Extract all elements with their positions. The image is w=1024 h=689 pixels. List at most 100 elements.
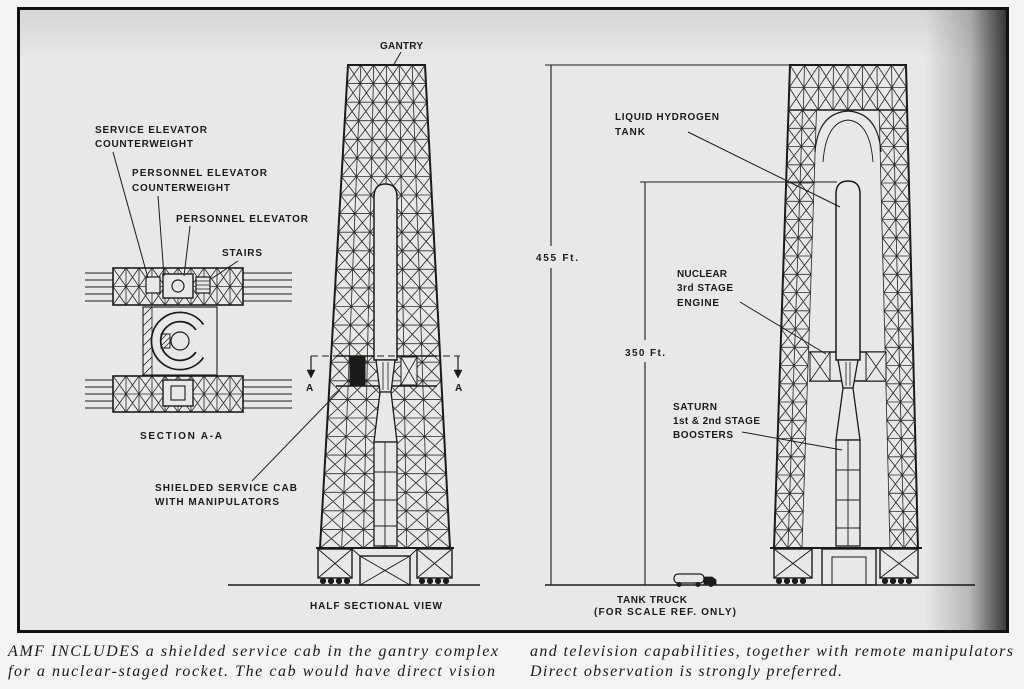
c-ring-hatched-block bbox=[160, 333, 171, 349]
label-boosters-2: 1st & 2nd STAGE bbox=[673, 416, 760, 427]
elevation-view: 455 Ft. 350 Ft. bbox=[536, 64, 975, 618]
left-rocket-hydrogen-tank bbox=[373, 183, 398, 361]
label-hydrogen-tank-1: LIQUID HYDROGEN bbox=[615, 112, 719, 123]
label-service-cab-2: WITH MANIPULATORS bbox=[155, 497, 279, 508]
label-gantry: GANTRY bbox=[380, 41, 423, 52]
plate-top-shade bbox=[19, 9, 1007, 61]
caption-left-line-1: AMF INCLUDES a shielded service cab in t… bbox=[7, 643, 498, 660]
label-tank-truck-1: TANK TRUCK bbox=[617, 595, 688, 606]
service-elevator-counterweight-box bbox=[145, 276, 161, 294]
leader-service-elevator-counterweight bbox=[112, 151, 149, 279]
section-marker-left: A bbox=[306, 383, 313, 394]
label-stairs: STAIRS bbox=[222, 248, 262, 259]
wheel bbox=[791, 577, 799, 585]
stairs-treads bbox=[196, 280, 210, 290]
personnel-elevator-box bbox=[162, 273, 194, 299]
wheel bbox=[889, 577, 897, 585]
label-nuclear-engine-3: ENGINE bbox=[677, 298, 719, 309]
wheel bbox=[897, 577, 905, 585]
wheel bbox=[418, 577, 426, 585]
leader-boosters bbox=[741, 431, 843, 451]
section-a-a-plan: SERVICE ELEVATOR COUNTERWEIGHT PERSONNEL… bbox=[85, 125, 309, 442]
left-base-wheels bbox=[319, 577, 450, 585]
tank-truck-cab bbox=[703, 576, 717, 585]
caption-left-line-2: for a nuclear-staged rocket. The cab wou… bbox=[8, 663, 495, 680]
right-platform-truss-left-brace bbox=[809, 351, 831, 382]
section-bottom-block bbox=[112, 375, 244, 413]
plate-frame bbox=[17, 7, 1009, 633]
label-personnel-elevator-counterweight-2: COUNTERWEIGHT bbox=[132, 183, 230, 194]
section-cut-ticks bbox=[310, 356, 459, 372]
caption: AMF INCLUDES a shielded service cab in t… bbox=[7, 643, 1013, 680]
label-nuclear-engine-2: 3rd STAGE bbox=[677, 283, 733, 294]
right-base-block-1-brace bbox=[773, 548, 813, 579]
wheel bbox=[319, 577, 327, 585]
right-rocket-engine-lines bbox=[845, 362, 851, 386]
tank-truck-wheel bbox=[695, 582, 701, 587]
tank-truck-trailer bbox=[673, 573, 705, 584]
label-nuclear-engine-1: NUCLEAR bbox=[677, 269, 728, 280]
leader-gantry bbox=[392, 51, 402, 67]
label-personnel-elevator-counterweight-1: PERSONNEL ELEVATOR bbox=[132, 168, 268, 179]
leader-nuclear-engine bbox=[739, 301, 827, 355]
left-rocket-engine-lines bbox=[382, 362, 389, 390]
label-350-ft: 350 Ft. bbox=[625, 348, 665, 359]
wheel bbox=[783, 577, 791, 585]
tank-truck-wheel bbox=[676, 582, 682, 587]
label-tank-truck-2: (FOR SCALE REF. ONLY) bbox=[594, 607, 736, 618]
leader-personnel-elevator bbox=[183, 225, 191, 277]
wheel bbox=[335, 577, 343, 585]
caption-right-line-2: Direct observation is strongly preferred… bbox=[529, 663, 842, 680]
right-platform-truss-right-brace bbox=[865, 351, 887, 382]
lower-elevator-box bbox=[162, 379, 194, 407]
left-base-block-2-brace bbox=[416, 548, 453, 579]
right-launch-pedestal bbox=[821, 548, 877, 586]
label-service-elevator-counterweight-1: SERVICE ELEVATOR bbox=[95, 125, 208, 136]
wheel bbox=[442, 577, 450, 585]
wheel bbox=[799, 577, 807, 585]
wheel bbox=[434, 577, 442, 585]
left-base-block-1-brace bbox=[317, 548, 353, 579]
right-base-wheels bbox=[775, 577, 913, 585]
right-gantry-right-leg-lattice bbox=[878, 109, 919, 549]
wheel bbox=[327, 577, 335, 585]
wheel bbox=[343, 577, 351, 585]
c-ring-core bbox=[170, 331, 190, 351]
section-core-frame bbox=[142, 306, 218, 376]
wheel bbox=[775, 577, 783, 585]
section-top-block bbox=[112, 267, 244, 306]
right-gantry-arch-outer bbox=[814, 110, 882, 153]
section-rails bbox=[85, 272, 292, 409]
label-boosters-3: BOOSTERS bbox=[673, 430, 733, 441]
left-rocket-booster bbox=[373, 441, 398, 547]
left-rocket-bands bbox=[374, 442, 397, 546]
wheel bbox=[426, 577, 434, 585]
leader-service-cab bbox=[251, 389, 341, 482]
right-base-block-2-brace bbox=[879, 548, 919, 579]
left-launch-pedestal-brace bbox=[351, 548, 418, 586]
c-ring-hatch bbox=[160, 333, 171, 349]
label-service-elevator-counterweight-2: COUNTERWEIGHT bbox=[95, 139, 193, 150]
plate-edge-shadow bbox=[925, 9, 1008, 631]
wheel bbox=[905, 577, 913, 585]
label-455-ft: 455 Ft. bbox=[536, 253, 578, 264]
half-sectional-view-title: HALF SECTIONAL VIEW bbox=[310, 601, 443, 612]
section-marker-right: A bbox=[455, 383, 462, 394]
section-arrow-left bbox=[306, 369, 316, 379]
leader-personnel-elevator-counterweight bbox=[157, 195, 165, 277]
leader-hydrogen-tank bbox=[687, 131, 841, 208]
right-gantry-arch-inner bbox=[822, 119, 874, 163]
caption-right-line-1: and television capabilities, together wi… bbox=[530, 643, 1013, 660]
wheel bbox=[881, 577, 889, 585]
right-gantry-left-leg-lattice bbox=[773, 109, 817, 549]
left-rocket-nuclear-engine bbox=[375, 359, 396, 393]
tank-truck bbox=[673, 573, 717, 587]
left-platform-truss-brace bbox=[400, 356, 418, 386]
label-boosters-1: SATURN bbox=[673, 402, 717, 413]
label-hydrogen-tank-2: TANK bbox=[615, 127, 646, 138]
lower-elevator-car bbox=[170, 385, 186, 401]
c-ring-inner bbox=[152, 313, 203, 369]
section-a-a-title: SECTION A-A bbox=[140, 431, 222, 442]
label-service-cab-1: SHIELDED SERVICE CAB bbox=[155, 483, 297, 494]
